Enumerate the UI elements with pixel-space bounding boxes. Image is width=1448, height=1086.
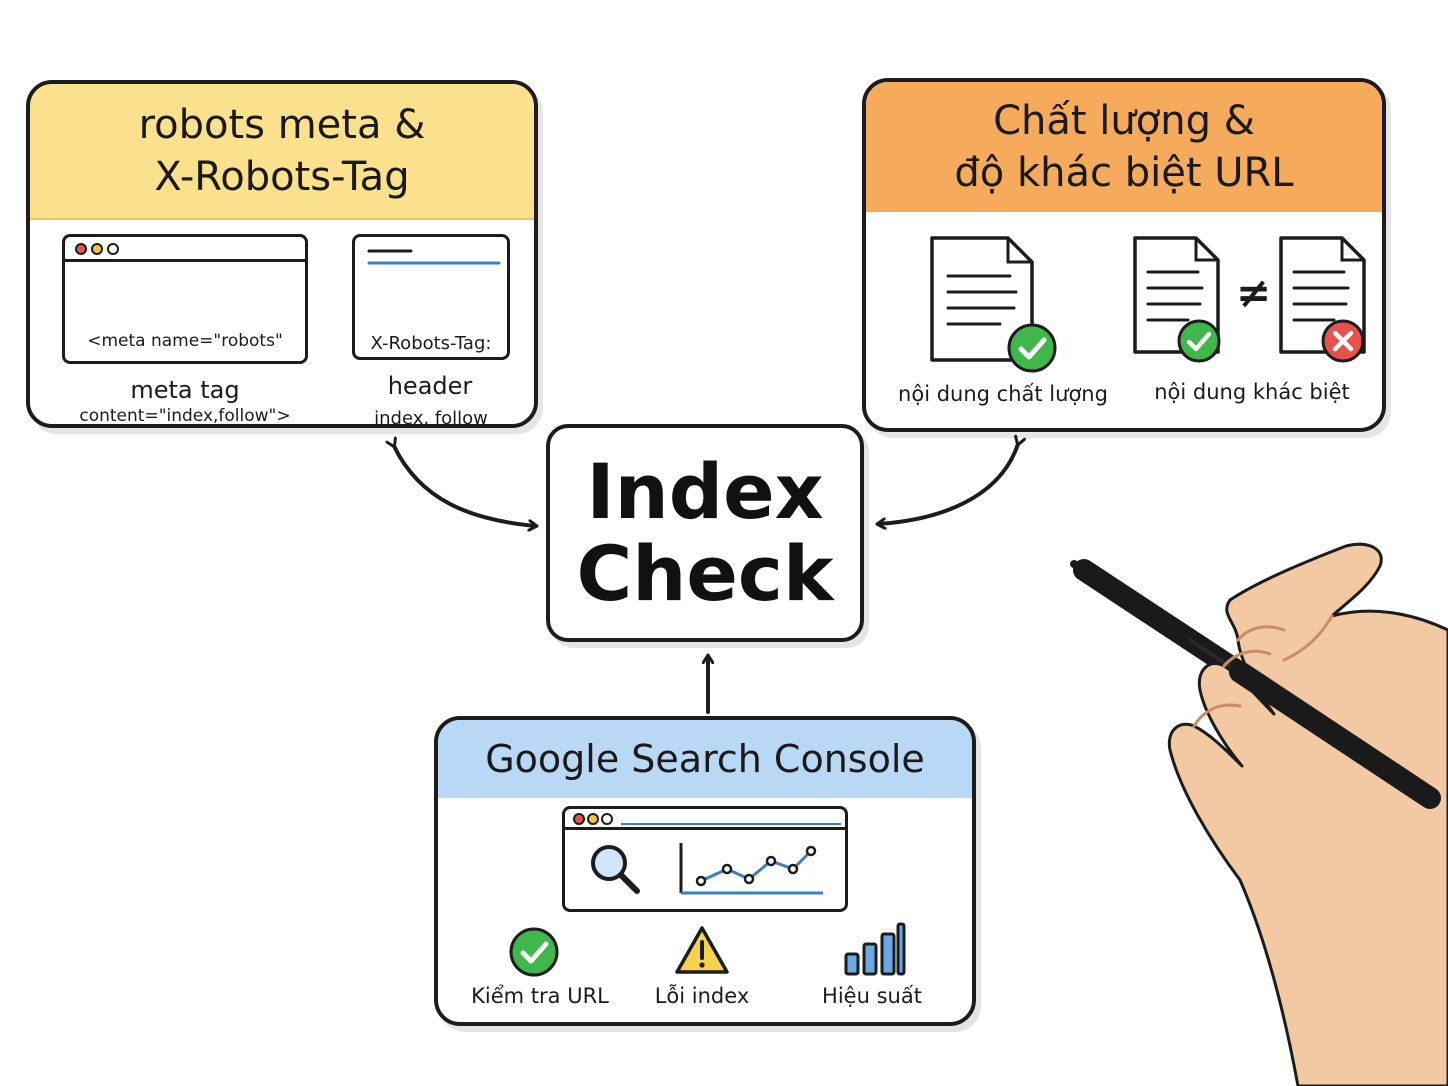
quality-box-body: nội dung chất lượng ≠ nội d	[866, 212, 1382, 428]
x-circle-icon	[1321, 319, 1365, 363]
caption-different-content: nội dung khác biệt	[1154, 380, 1350, 404]
robots-box-body: <meta name="robots" content="index,follo…	[30, 218, 534, 424]
gsc-item-performance: Hiệu suất	[822, 984, 922, 1008]
robots-box-title: robots meta & X-Robots-Tag	[30, 84, 534, 218]
magnifier-icon	[591, 845, 640, 894]
gsc-item-index-errors: Lỗi index	[654, 984, 750, 1008]
url-quality-box: Chất lượng & độ khác biệt URL nội dung c…	[862, 78, 1386, 432]
document-icon	[930, 236, 1034, 362]
index-check-line2: Check	[576, 529, 834, 618]
meta-code-line1: <meta name="robots"	[87, 331, 283, 351]
line-chart-icon	[679, 843, 823, 895]
caption-quality-content: nội dung chất lượng	[898, 382, 1108, 406]
index-check-line1: Index	[586, 447, 824, 536]
meta-tag-code: <meta name="robots" content="index,follo…	[65, 279, 305, 426]
bar-chart-icon	[844, 922, 906, 976]
google-search-console-box: Google Search Console	[434, 716, 976, 1026]
check-circle-icon	[1007, 323, 1057, 373]
header-code-line2: index, follow	[374, 408, 488, 428]
window-dot-icon	[91, 243, 103, 255]
quality-title-line2: độ khác biệt URL	[954, 150, 1294, 196]
window-dot-icon	[75, 243, 87, 255]
robots-title-line1: robots meta &	[138, 102, 426, 148]
meta-code-line2: content="index,follow">	[79, 406, 291, 426]
meta-tag-window: <meta name="robots" content="index,follo…	[62, 234, 308, 424]
hand-holding-pen	[1070, 542, 1448, 1086]
warning-triangle-icon	[675, 926, 729, 974]
meta-tag-caption: meta tag	[130, 376, 240, 404]
window-dot-icon	[601, 813, 613, 825]
header-lines-icon	[367, 249, 501, 265]
window-dot-icon	[587, 813, 599, 825]
window-titlebar	[565, 809, 845, 830]
gsc-dashboard-window	[562, 806, 848, 912]
header-window: X-Robots-Tag: index, follow	[352, 234, 510, 424]
gsc-box-body: Kiểm tra URL Lỗi index Hiệu suất	[438, 798, 972, 1022]
arrow-quality-center	[878, 444, 1018, 524]
robots-meta-box: robots meta & X-Robots-Tag <meta name="r…	[26, 80, 538, 428]
gsc-box-title: Google Search Console	[438, 720, 972, 798]
robots-title-line2: X-Robots-Tag	[154, 154, 410, 200]
window-titlebar	[65, 237, 305, 262]
titlebar-accent-line	[621, 823, 841, 825]
window-dot-icon	[107, 243, 119, 255]
header-code: X-Robots-Tag: index, follow	[355, 281, 507, 428]
not-equal-symbol: ≠	[1236, 268, 1272, 317]
header-code-line1: X-Robots-Tag:	[370, 333, 492, 354]
check-circle-icon	[1177, 319, 1221, 363]
arrow-robots-center	[394, 446, 536, 526]
quality-title-line1: Chất lượng &	[993, 98, 1255, 144]
index-check-box: Index Check	[546, 424, 864, 642]
gsc-item-url-inspection: Kiểm tra URL	[471, 984, 609, 1008]
check-circle-icon	[509, 927, 559, 977]
header-caption: header	[387, 372, 473, 400]
quality-box-title: Chất lượng & độ khác biệt URL	[866, 82, 1382, 212]
window-dot-icon	[573, 813, 585, 825]
